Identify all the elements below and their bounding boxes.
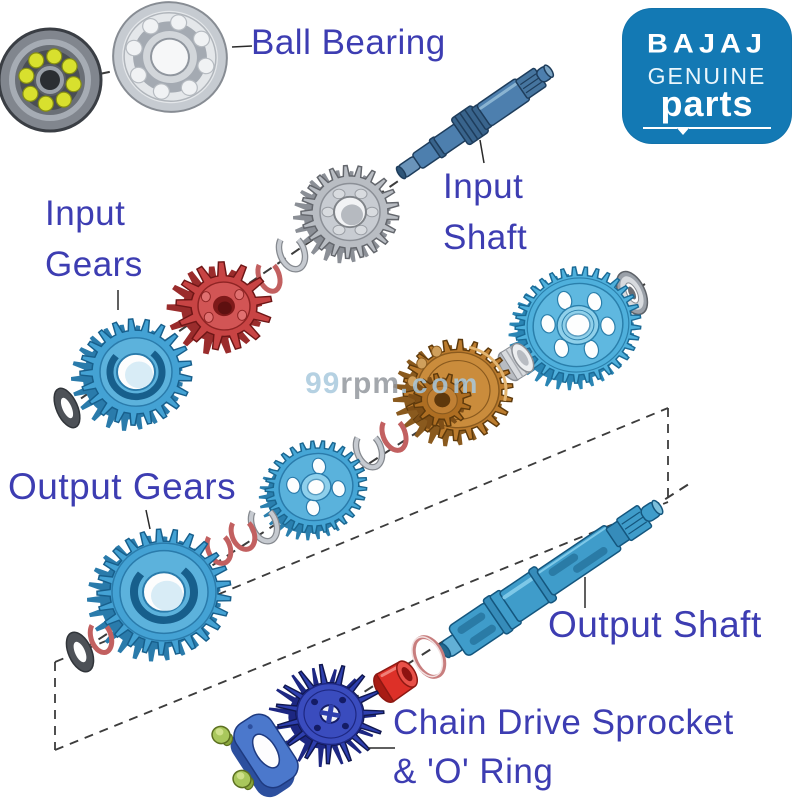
logo-parts-text: parts bbox=[660, 82, 754, 124]
output-shaft bbox=[439, 499, 664, 659]
washer-output bbox=[65, 631, 95, 673]
label-output-gears: Output Gears bbox=[8, 466, 237, 507]
frame-bottom-edge bbox=[54, 501, 669, 751]
plate-slot bbox=[251, 733, 281, 769]
front-pinion bbox=[407, 372, 472, 430]
lightening-holes bbox=[540, 290, 616, 360]
o-ring bbox=[411, 635, 447, 679]
output-gear-cyan bbox=[258, 440, 368, 541]
rivet-holes bbox=[311, 696, 349, 732]
watermark-99: 99 bbox=[305, 367, 341, 400]
chain-drive-sprocket bbox=[268, 663, 385, 768]
washer-input bbox=[53, 387, 81, 429]
frame-lines bbox=[54, 407, 669, 751]
label-input-gears-line2: Gears bbox=[45, 245, 143, 284]
dog-gear-bronze bbox=[392, 338, 514, 447]
lightening-holes bbox=[286, 457, 346, 517]
label-ball-bearing: Ball Bearing bbox=[251, 23, 446, 62]
highlight bbox=[468, 345, 508, 402]
label-chain-sprocket: Chain Drive Sprocket & 'O' Ring bbox=[393, 698, 734, 796]
bolt-green bbox=[211, 725, 234, 747]
label-input-shaft-line2: Shaft bbox=[443, 218, 528, 257]
dog-lugs bbox=[406, 345, 443, 388]
center-hole bbox=[565, 313, 591, 337]
key-slot bbox=[130, 567, 198, 624]
frame-top-edge bbox=[54, 407, 669, 663]
center-hole bbox=[401, 667, 413, 682]
label-input-shaft: Input Shaft bbox=[443, 161, 527, 263]
bajaj-genuine-parts-logo: BAJAJ GENUINE parts bbox=[622, 8, 792, 144]
output-gear-large-cyan bbox=[508, 266, 642, 391]
snap-ring-red-output-2 bbox=[204, 535, 234, 566]
input-gear-red bbox=[166, 261, 273, 355]
leader-ball-bearing bbox=[231, 45, 253, 48]
key-slot bbox=[106, 350, 166, 401]
output-gear-large-blue bbox=[87, 528, 232, 662]
center-hole bbox=[306, 478, 326, 496]
label-input-shaft-line1: Input bbox=[443, 167, 524, 206]
snap-ring-red-left bbox=[87, 624, 115, 655]
input-gear-silver bbox=[293, 164, 400, 264]
bearing-bore bbox=[150, 37, 190, 77]
logo-underline bbox=[643, 124, 771, 135]
logo-genuine-text: GENUINE bbox=[647, 62, 767, 89]
red-collar bbox=[373, 660, 419, 703]
watermark: 99rpm.com bbox=[305, 367, 481, 401]
bearing-balls-yellow bbox=[18, 48, 82, 112]
ball-bearing-left bbox=[0, 27, 103, 133]
input-shaft bbox=[395, 64, 555, 180]
gear-studs bbox=[200, 289, 248, 323]
circlip-silver-input bbox=[275, 237, 309, 273]
logo-brand-text: BAJAJ bbox=[646, 28, 768, 59]
watermark-rpm: rpm bbox=[340, 367, 401, 400]
leader-output-gears bbox=[145, 509, 151, 530]
center-hole bbox=[434, 392, 451, 408]
snap-ring-red-output-1 bbox=[228, 521, 258, 552]
watermark-com: .com bbox=[400, 368, 482, 399]
gear-lugs bbox=[321, 188, 379, 236]
input-gear-blue bbox=[71, 318, 193, 431]
label-chain-line2: & 'O' Ring bbox=[393, 752, 554, 791]
circlip-silver-output bbox=[247, 509, 281, 545]
label-input-gears-line1: Input bbox=[45, 194, 126, 233]
bearing-balls-white bbox=[125, 14, 215, 100]
label-input-gears: Input Gears bbox=[45, 188, 143, 290]
label-chain-line1: Chain Drive Sprocket bbox=[393, 703, 734, 742]
ball-bearing-right bbox=[112, 1, 228, 113]
snap-ring-red-mid bbox=[379, 420, 409, 453]
logo-arrow-icon bbox=[676, 126, 690, 135]
bearing-bore bbox=[40, 70, 60, 90]
leader-input-shaft bbox=[479, 139, 485, 164]
retainer-plate bbox=[230, 713, 299, 798]
circlip-silver-mid bbox=[352, 435, 386, 471]
leader-lines bbox=[117, 45, 586, 749]
label-output-shaft: Output Shaft bbox=[548, 604, 762, 645]
bushing bbox=[497, 342, 535, 382]
center-hole bbox=[516, 349, 529, 366]
snap-ring-red-input bbox=[255, 263, 283, 294]
